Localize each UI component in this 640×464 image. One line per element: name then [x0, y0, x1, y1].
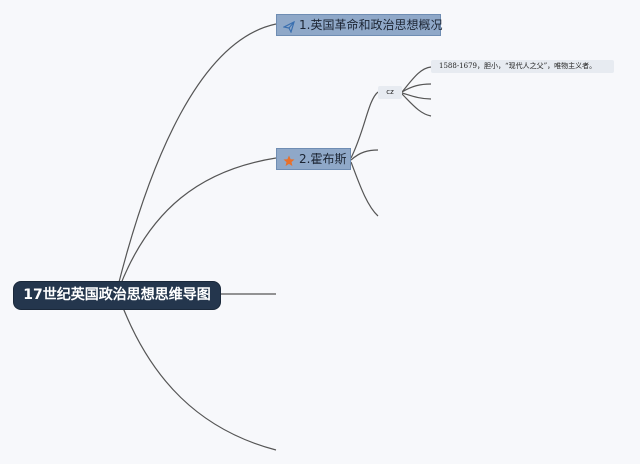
branch-empty-bottom: [119, 299, 277, 451]
branch-to-topic-1: [117, 23, 277, 287]
topic-1-label: 1.英国革命和政治思想概况: [299, 18, 443, 32]
note-label: 1588-1679，胆小，“现代人之父”，唯物主义者。: [439, 62, 597, 70]
root-node[interactable]: 17世纪英国政治思想思维导图: [14, 282, 220, 309]
topic-node-1[interactable]: 1.英国革命和政治思想概况: [276, 14, 443, 36]
subtopic-cz-label: cz: [386, 88, 394, 96]
topic-node-2[interactable]: 2.霍布斯: [276, 148, 351, 170]
branch-topic2-stub-b: [350, 161, 379, 217]
subtopic-cz[interactable]: cz: [378, 86, 402, 99]
branch-cz-stub-a: [401, 83, 432, 93]
branch-to-cz: [350, 91, 379, 159]
branch-topic2-stub-a: [350, 149, 379, 161]
topic-2-label: 2.霍布斯: [299, 152, 347, 166]
branch-to-note: [401, 66, 432, 93]
paper-plane-icon: [282, 19, 295, 34]
root-label: 17世纪英国政治思想思维导图: [23, 287, 211, 303]
branch-cz-stub-c: [401, 93, 432, 117]
note-node[interactable]: 1588-1679，胆小，“现代人之父”，唯物主义者。: [431, 60, 614, 73]
star-icon: [283, 153, 295, 166]
branch-cz-stub-b: [401, 92, 432, 100]
branch-to-topic-2: [119, 157, 277, 287]
